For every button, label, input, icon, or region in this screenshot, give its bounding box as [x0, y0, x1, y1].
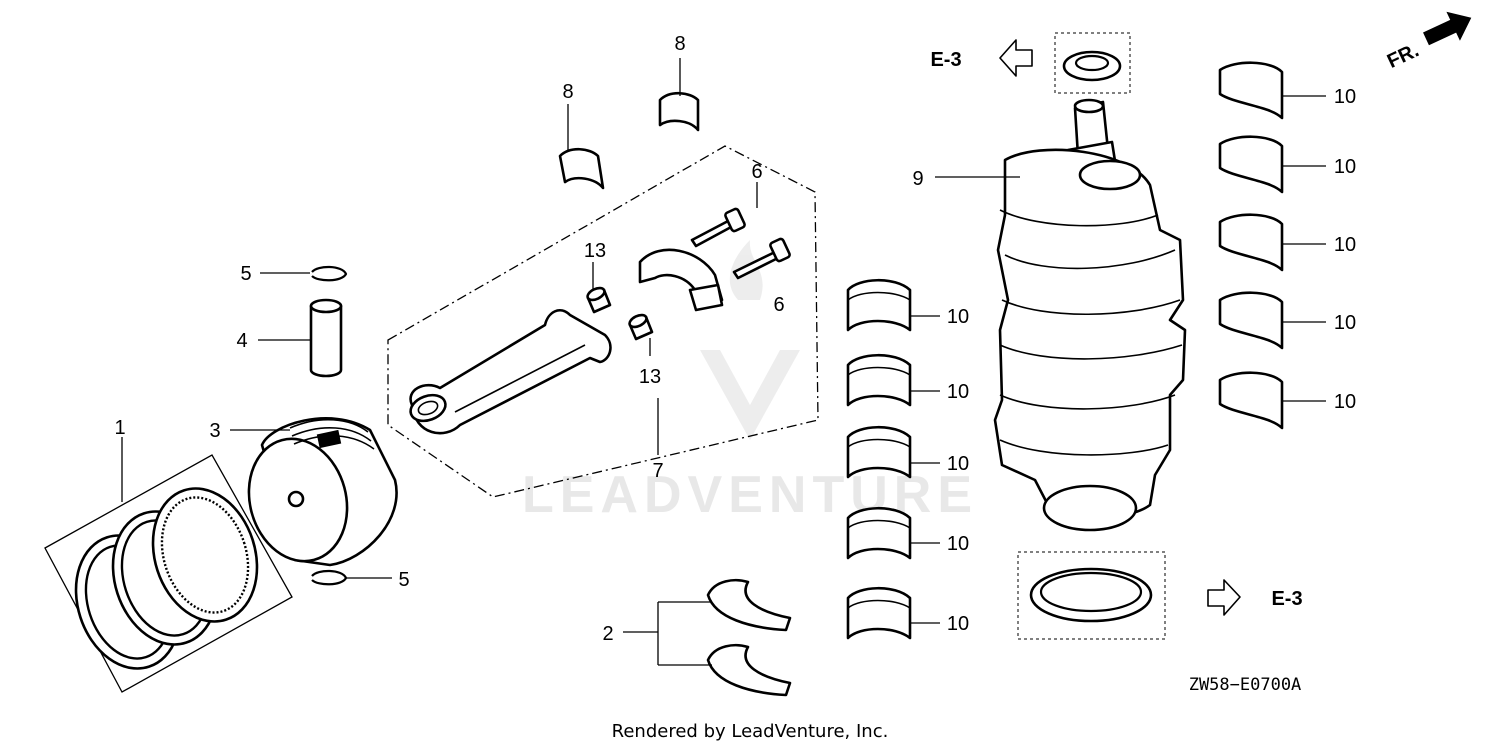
callout-10-r4[interactable]: 10: [1334, 312, 1356, 334]
callout-4[interactable]: 4: [236, 330, 247, 352]
callout-10-l2[interactable]: 10: [947, 381, 969, 403]
callout-3[interactable]: 3: [209, 420, 220, 442]
main-bearing-r4[interactable]: [1218, 291, 1284, 350]
callout-10-r3[interactable]: 10: [1334, 234, 1356, 256]
callout-10-r1[interactable]: 10: [1334, 86, 1356, 108]
main-bearing-r1[interactable]: [1218, 61, 1284, 120]
callout-5-top[interactable]: 5: [240, 263, 251, 285]
callout-2[interactable]: 2: [602, 623, 613, 645]
callout-10-r2[interactable]: 10: [1334, 156, 1356, 178]
callout-13-top[interactable]: 13: [584, 240, 606, 262]
callout-8-bottom[interactable]: 8: [562, 81, 573, 103]
callout-6-top[interactable]: 6: [751, 161, 762, 183]
ref-arrow-top: E-3: [930, 39, 1033, 77]
crankshaft[interactable]: [993, 98, 1187, 532]
callout-10-l5[interactable]: 10: [947, 613, 969, 635]
dowel-pin-a[interactable]: [586, 286, 612, 314]
cap-bolt-b[interactable]: [732, 237, 791, 280]
oil-seal-bottom[interactable]: [1017, 551, 1166, 640]
ref-label-bottom[interactable]: E-3: [1271, 588, 1302, 610]
callout-1[interactable]: 1: [114, 417, 125, 439]
front-direction-marker: FR.: [1384, 11, 1472, 73]
main-bearing-l2[interactable]: [846, 353, 912, 407]
main-bearings-left: [846, 278, 912, 640]
main-bearing-l4[interactable]: [846, 506, 912, 560]
ref-arrow-bottom: E-3: [1207, 579, 1303, 616]
diagram-code: ZW58−E0700A: [1189, 675, 1302, 695]
main-bearings-right: [1218, 61, 1284, 430]
main-bearing-l1[interactable]: [846, 278, 912, 332]
callouts: 1 2 3 4 5 5 6 6 7 8 8 9 10 10 10 10 10 1…: [114, 33, 1356, 645]
piston-rings[interactable]: [44, 454, 293, 693]
thrust-washer-upper[interactable]: [706, 578, 792, 632]
callout-5-bottom[interactable]: 5: [398, 569, 409, 591]
callout-10-l4[interactable]: 10: [947, 533, 969, 555]
main-bearing-r5[interactable]: [1218, 371, 1284, 430]
front-label: FR.: [1384, 39, 1422, 73]
callout-10-l1[interactable]: 10: [947, 306, 969, 328]
callout-10-r5[interactable]: 10: [1334, 391, 1356, 413]
ref-label-top[interactable]: E-3: [930, 49, 961, 71]
callout-8-top[interactable]: 8: [674, 33, 685, 55]
thrust-washer-lower[interactable]: [706, 643, 792, 697]
callout-7[interactable]: 7: [652, 460, 663, 482]
dowel-pin-b[interactable]: [628, 313, 654, 341]
main-bearing-r2[interactable]: [1218, 135, 1284, 194]
footer-credit: Rendered by LeadVenture, Inc.: [612, 721, 889, 742]
piston-pin[interactable]: [309, 298, 343, 378]
main-bearing-l3[interactable]: [846, 425, 912, 479]
connecting-rod-assembly[interactable]: [387, 145, 819, 498]
oil-seal-top[interactable]: [1054, 32, 1131, 94]
callout-10-l3[interactable]: 10: [947, 453, 969, 475]
cap-bolt-a[interactable]: [690, 207, 746, 248]
callout-13-bottom[interactable]: 13: [639, 366, 661, 388]
piston-pin-clip-top[interactable]: [311, 265, 348, 282]
piston[interactable]: [236, 417, 398, 572]
piston-pin-clip-bottom[interactable]: [311, 569, 348, 586]
rod-bearing-lower[interactable]: [558, 147, 605, 190]
main-bearing-r3[interactable]: [1218, 213, 1284, 272]
rod-bearing-upper[interactable]: [658, 91, 700, 132]
main-bearing-l5[interactable]: [846, 586, 912, 640]
callout-6-bottom[interactable]: 6: [773, 294, 784, 316]
leader-lines: [121, 58, 1326, 666]
callout-9[interactable]: 9: [912, 168, 923, 190]
